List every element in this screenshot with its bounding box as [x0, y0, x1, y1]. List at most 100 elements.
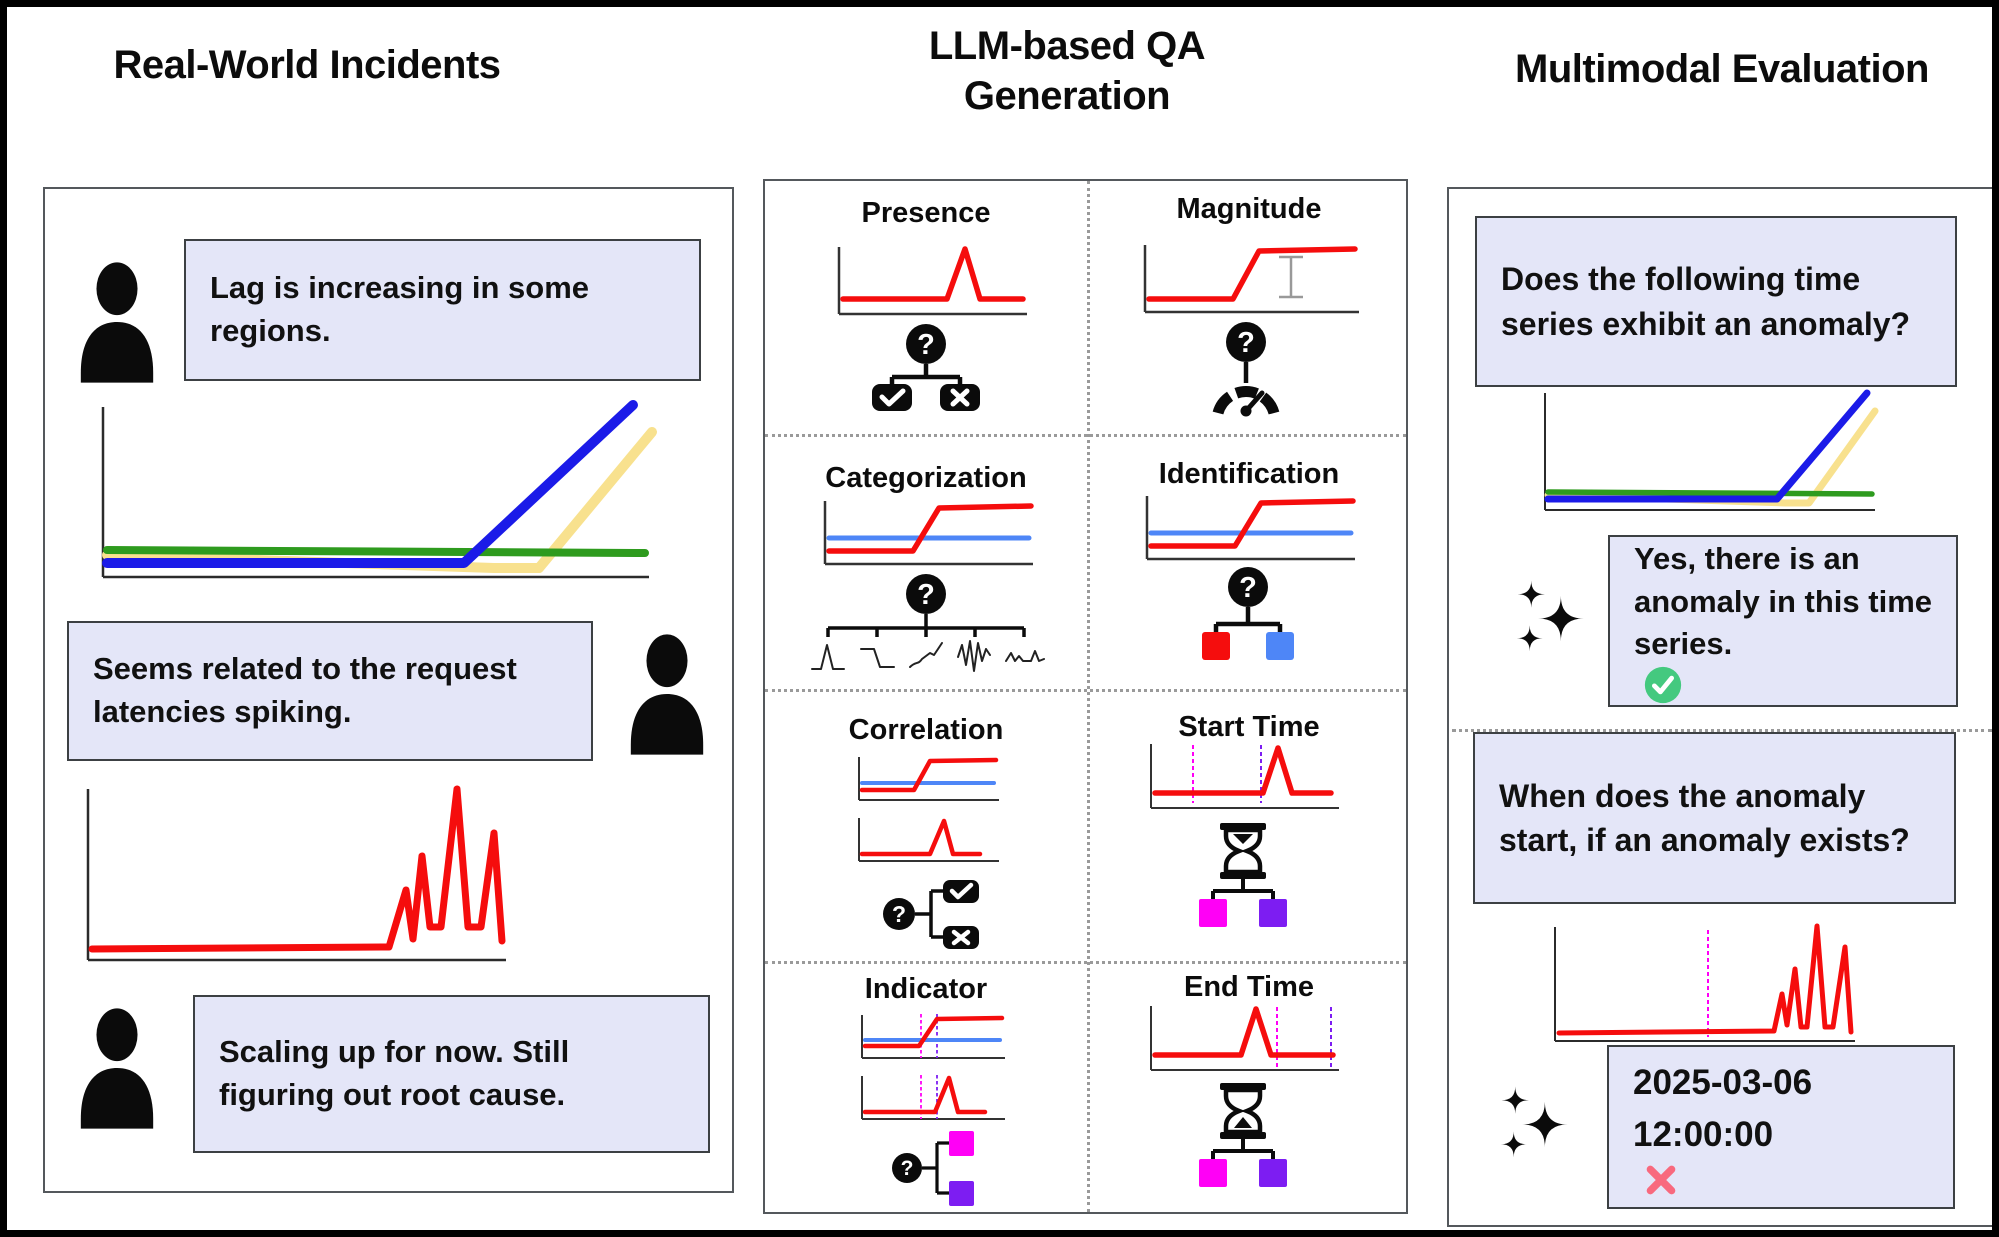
middle-title-line2: Generation: [963, 74, 1171, 118]
question-to-indicator-choice-icon: ?: [892, 1131, 974, 1206]
question-circle-icon: [1228, 567, 1268, 607]
red-series-line: [1556, 923, 1854, 1036]
identification-mini-chart: [1145, 496, 1356, 561]
indicator-mini-chart-top: [861, 1014, 1005, 1059]
blue-series-line: [1544, 389, 1871, 503]
magenta-time-swatch: [1199, 899, 1227, 927]
purple-time-swatch: [1259, 899, 1287, 927]
trend-type-glyph: [909, 642, 943, 668]
green-series-line: [103, 546, 649, 557]
cell-label-identification: Identification: [1158, 458, 1340, 490]
right-column-title: Multimodal Evaluation: [1515, 47, 1929, 91]
spike-type-glyph: [811, 644, 845, 670]
svg-text:?: ?: [901, 1157, 914, 1180]
incorrect-x-icon: [1646, 1165, 1676, 1194]
chat-bubble-2: Seems related to the request latencies s…: [67, 621, 593, 761]
question-to-yes-no-branch-icon: ?: [883, 880, 979, 949]
svg-text:?: ?: [1239, 572, 1257, 604]
green-series-line: [1545, 489, 1875, 497]
llm-sparkles-icon: [1500, 1086, 1568, 1158]
presence-mini-chart: [837, 246, 1027, 316]
end-time-mini-chart: [1150, 1006, 1339, 1071]
cell-label-presence: Presence: [861, 197, 991, 229]
column-divider: [1087, 181, 1090, 1212]
qa-divider: [1452, 729, 1992, 732]
evaluation-spike-chart: [1554, 923, 1855, 1042]
purple-indicator-swatch: [949, 1181, 974, 1206]
svg-text:?: ?: [892, 901, 906, 927]
question-circle-icon: [883, 898, 915, 930]
chat-bubble-3: Scaling up for now. Still figuring out r…: [193, 995, 710, 1153]
llm-sparkles-icon: [1516, 580, 1584, 652]
gauge-icon: [1212, 386, 1280, 415]
answer-bubble-1: Yes, there is an anomaly in this time se…: [1608, 535, 1958, 707]
start-time-mini-chart: [1150, 744, 1339, 809]
chat-bubble-1: Lag is increasing in some regions.: [184, 239, 701, 381]
categorization-mini-chart: [823, 501, 1034, 566]
blue-series-line: [102, 400, 638, 568]
hourglass-to-time-choice-icon: [1199, 1083, 1287, 1187]
hourglass-sand-bottom: [1234, 1117, 1252, 1128]
noise-type-glyph: [957, 640, 991, 672]
cell-label-end-time: End Time: [1184, 971, 1314, 1003]
magenta-time-swatch: [1199, 1159, 1227, 1187]
question-bubble-2: When does the anomaly start, if an anoma…: [1473, 732, 1956, 904]
correct-check-icon: [1644, 667, 1682, 704]
cell-label-magnitude: Magnitude: [1176, 193, 1322, 225]
cell-label-correlation: Correlation: [848, 714, 1004, 746]
middle-title-line1: LLM-based QA: [928, 24, 1206, 68]
question-circle-icon: [906, 324, 946, 364]
cell-label-categorization: Categorization: [825, 462, 1027, 494]
svg-text:?: ?: [917, 329, 935, 361]
blue-series-swatch: [1266, 632, 1294, 660]
qa-generation-panel: Presence ? Magnitude ?: [763, 179, 1408, 1214]
answer-2-time: 12:00:00: [1633, 1115, 1774, 1154]
answer-bubble-2: 2025-03-06 12:00:00: [1607, 1045, 1955, 1209]
purple-time-swatch: [1259, 1159, 1287, 1187]
question-circle-icon: [906, 574, 946, 614]
row-divider-3: [765, 961, 1406, 964]
magenta-indicator-swatch: [949, 1131, 974, 1156]
evaluation-panel: Does the following time series exhibit a…: [1447, 187, 1992, 1227]
question-bubble-1: Does the following time series exhibit a…: [1475, 216, 1957, 387]
incidents-panel: Lag is increasing in some regions. Seems…: [43, 187, 734, 1193]
cell-label-start-time: Start Time: [1178, 711, 1320, 743]
pattern-type-glyph: [1005, 650, 1045, 662]
svg-text:?: ?: [917, 579, 935, 611]
level-shift-type-glyph: [860, 648, 895, 668]
correlation-mini-chart-bottom: [858, 818, 999, 862]
question-to-series-choice-icon: ?: [1202, 567, 1294, 660]
cell-label-indicator: Indicator: [864, 973, 988, 1005]
correlation-mini-chart-top: [858, 757, 999, 801]
user-person-icon: [630, 634, 704, 755]
svg-text:?: ?: [1237, 327, 1255, 359]
middle-column-title: LLM-based QA Generation: [867, 21, 1267, 121]
question-to-anomaly-types-icon: ?: [811, 574, 1045, 672]
question-to-yes-no-icon: ?: [872, 324, 980, 411]
multi-region-lag-chart: [101, 400, 657, 579]
magnitude-ibeam-marker: [1279, 255, 1303, 299]
question-text-1: Does the following time series exhibit a…: [1501, 261, 1911, 342]
red-series-line: [88, 785, 506, 953]
yellow-series-line: [1544, 407, 1879, 507]
magnitude-mini-chart: [1143, 245, 1359, 314]
answer-text-1: Yes, there is an anomaly in this time se…: [1634, 538, 1932, 704]
question-circle-icon: [1226, 322, 1266, 362]
hourglass-sand-top: [1233, 834, 1253, 844]
question-circle-icon: [892, 1153, 922, 1183]
left-column-title: Real-World Incidents: [113, 43, 501, 87]
answer-2-date: 2025-03-06: [1633, 1062, 1813, 1102]
hourglass-to-time-choice-icon: [1199, 823, 1287, 927]
chat-message-1: Lag is increasing in some regions.: [210, 270, 590, 348]
chat-message-2: Seems related to the request latencies s…: [93, 651, 517, 729]
chat-message-3: Scaling up for now. Still figuring out r…: [219, 1034, 570, 1112]
row-divider-2: [765, 689, 1406, 692]
question-text-2: When does the anomaly start, if an anoma…: [1499, 777, 1910, 858]
red-series-swatch: [1202, 632, 1230, 660]
latency-spike-chart: [86, 785, 506, 962]
user-person-icon: [80, 262, 154, 383]
question-to-gauge-icon: ?: [1212, 322, 1280, 417]
indicator-mini-chart-bottom: [861, 1075, 1005, 1120]
row-divider-1: [765, 434, 1406, 437]
